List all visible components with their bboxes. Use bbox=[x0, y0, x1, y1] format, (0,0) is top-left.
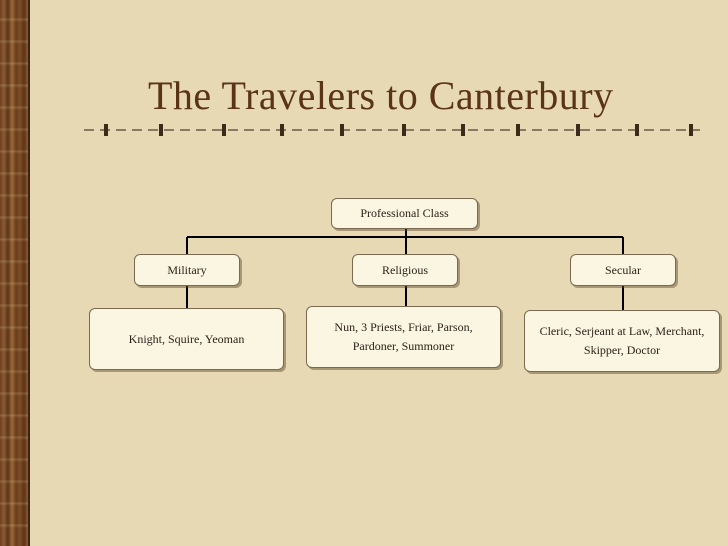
divider-nodes bbox=[84, 124, 700, 136]
members-node-military: Knight, Squire, Yeoman bbox=[89, 308, 284, 370]
divider-node bbox=[340, 124, 344, 136]
divider-node bbox=[104, 124, 108, 136]
divider-node bbox=[635, 124, 639, 136]
divider-node bbox=[402, 124, 406, 136]
members-node-religious: Nun, 3 Priests, Friar, Parson, Pardoner,… bbox=[306, 306, 501, 368]
root-node: Professional Class bbox=[331, 198, 478, 229]
divider-node bbox=[576, 124, 580, 136]
divider-node bbox=[516, 124, 520, 136]
divider-node bbox=[461, 124, 465, 136]
divider-node bbox=[689, 124, 693, 136]
wood-texture-band bbox=[0, 0, 30, 546]
title-divider bbox=[84, 129, 700, 131]
branch-node-secular: Secular bbox=[570, 254, 676, 286]
divider-node bbox=[159, 124, 163, 136]
members-node-secular: Cleric, Serjeant at Law, Merchant, Skipp… bbox=[524, 310, 720, 372]
divider-node bbox=[280, 124, 284, 136]
branch-node-religious: Religious bbox=[352, 254, 458, 286]
divider-node bbox=[222, 124, 226, 136]
slide-title: The Travelers to Canterbury bbox=[148, 73, 614, 118]
branch-node-military: Military bbox=[134, 254, 240, 286]
